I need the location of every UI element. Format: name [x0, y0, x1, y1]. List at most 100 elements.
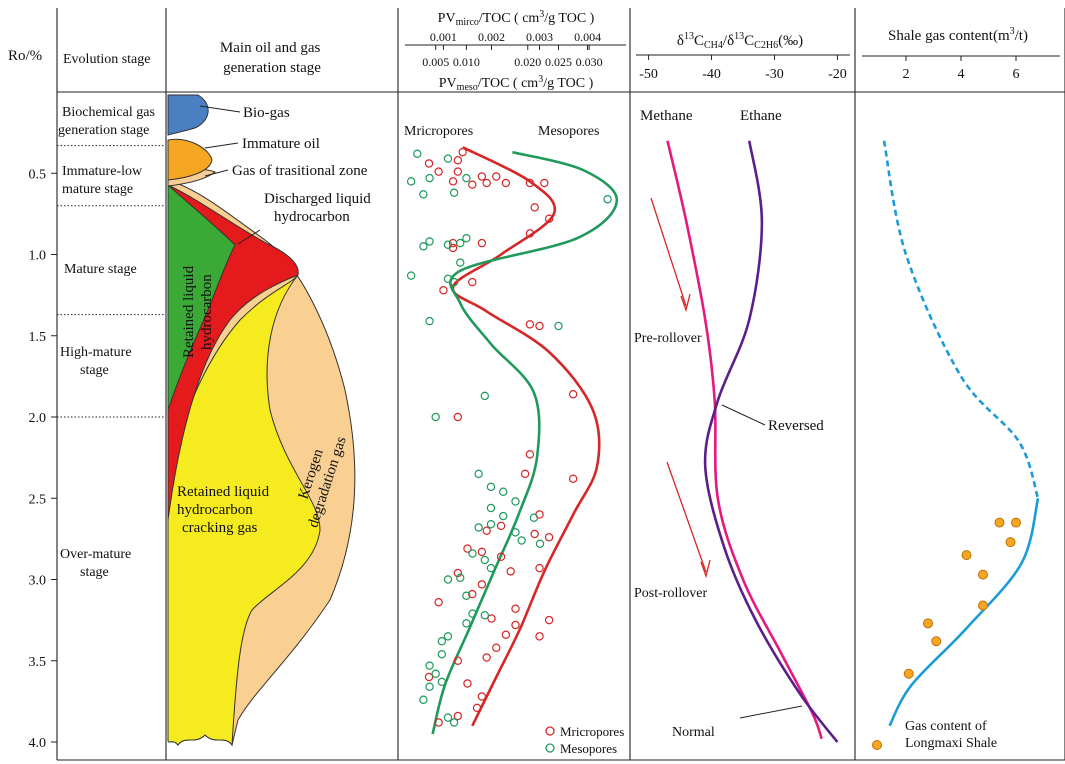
gas-tick-label: 4 — [958, 67, 965, 82]
isotope-tick-label: -30 — [765, 67, 784, 82]
pore-point-mesopores — [535, 539, 545, 548]
gas-trend-curve — [882, 140, 1040, 727]
pore-point-mricropores — [501, 178, 511, 188]
y-tick-label: 1.5 — [29, 330, 47, 345]
pore-point-mesopores — [462, 173, 471, 183]
pore-top-tick-label: 0.002 — [478, 30, 505, 44]
pore-point-mricropores — [477, 580, 487, 589]
pore-point-mesopores — [419, 242, 428, 251]
arrowhead-pre-rollover — [680, 293, 691, 313]
callout-bio-gas — [199, 105, 241, 113]
gas-point — [931, 636, 942, 647]
pore-bottom-tick-label: 0.025 — [545, 55, 572, 69]
gas-axis-label: Shale gas content(m3/t) — [888, 26, 1028, 44]
pore-curve-mricropores — [451, 146, 601, 727]
pore-point-mricropores — [530, 203, 539, 212]
pore-trend-curves — [431, 146, 619, 735]
pore-point-mesopores — [449, 188, 459, 197]
pore-point-mricropores — [535, 321, 544, 331]
pore-point-mesopores — [425, 316, 434, 326]
pore-point-mesopores — [499, 511, 508, 521]
y-axis-label: Ro/% — [8, 48, 42, 64]
pore-point-mesopores — [486, 563, 496, 573]
legend-marker-gas-content — [872, 740, 882, 750]
zone-bio-gas — [167, 94, 209, 136]
pore-bottom-tick-label: 0.005 — [422, 55, 449, 69]
pore-bottom-tick-label: 0.020 — [514, 55, 541, 69]
pore-point-mricropores — [568, 390, 578, 399]
pore-point-mricropores — [472, 703, 482, 713]
zone-label-immature-oil: Immature oil — [242, 136, 320, 152]
arrow-post-rollover — [666, 461, 707, 573]
generation-column-header: Main oil and gas generation stage — [220, 40, 324, 76]
pore-point-mricropores — [540, 178, 549, 188]
pore-point-mesopores — [425, 237, 434, 246]
arrow-pre-rollover — [650, 197, 687, 307]
pore-point-mricropores — [424, 672, 434, 682]
pore-point-mricropores — [434, 167, 443, 176]
zone-label-bio-gas: Bio-gas — [243, 105, 290, 121]
pore-point-mricropores — [525, 320, 535, 329]
pore-point-mesopores — [517, 536, 526, 545]
pore-point-mesopores — [456, 238, 465, 248]
legend-marker-mesopores — [545, 743, 555, 753]
pore-point-mricropores — [463, 679, 472, 688]
pore-point-mricropores — [453, 167, 463, 176]
pore-point-mesopores — [462, 591, 471, 600]
pore-point-mricropores — [544, 214, 554, 223]
pore-point-mricropores — [468, 589, 477, 599]
pore-point-mesopores — [425, 682, 434, 691]
stage-column-header: Evolution stage — [63, 52, 151, 67]
pore-point-mesopores — [529, 513, 539, 522]
pore-point-mesopores — [419, 190, 428, 199]
pore-point-mesopores — [443, 240, 453, 249]
pore-point-mricropores — [448, 177, 458, 186]
callout-discharged-liquid — [237, 229, 261, 245]
isotope-ticks: -50-40-30-20 — [639, 55, 847, 82]
pore-point-mesopores — [419, 695, 428, 704]
pore-point-mesopores — [511, 497, 520, 506]
pore-point-mricropores — [568, 474, 578, 483]
pore-point-mricropores — [458, 147, 467, 157]
y-tick-label: 2.5 — [29, 492, 47, 507]
isotope-curve-methane — [666, 140, 823, 740]
pore-point-mesopores — [406, 177, 416, 186]
pore-point-mricropores — [520, 469, 530, 479]
pore-point-mesopores — [486, 520, 496, 529]
y-tick-label: 1.0 — [29, 249, 47, 264]
pore-bottom-tick-label: 0.030 — [576, 55, 603, 69]
generation-header-line2: generation stage — [223, 60, 321, 76]
pore-point-mricropores — [453, 568, 463, 578]
stage-dividers — [57, 145, 166, 418]
pore-point-mesopores — [443, 632, 453, 641]
pore-point-mesopores — [468, 609, 477, 618]
gas-curve-dashed — [882, 140, 1040, 499]
pore-point-mricropores — [535, 563, 544, 573]
isotope-curves — [666, 140, 839, 743]
pore-point-mricropores — [501, 630, 511, 639]
y-tick-label: 2.0 — [29, 411, 47, 426]
isotope-axis-label: δ13CCH4/δ13CC2H6(‰) — [677, 31, 803, 51]
pore-data-points — [406, 147, 612, 727]
pore-point-mesopores — [456, 573, 465, 583]
pore-point-mricropores — [468, 180, 477, 189]
pore-point-mesopores — [431, 669, 440, 678]
y-tick-label: 3.5 — [29, 655, 47, 670]
pore-point-mricropores — [468, 277, 477, 287]
pore-point-mesopores — [474, 523, 483, 532]
pore-point-mricropores — [477, 547, 487, 557]
pore-curve-mesopores — [431, 150, 619, 735]
y-axis-ticks: 0.51.01.52.02.53.03.54.0 — [29, 167, 57, 751]
label-pre-rollover: Pre-rollover — [634, 331, 702, 346]
pore-point-mricropores — [477, 238, 487, 248]
pore-top-tick-label: 0.003 — [526, 30, 553, 44]
legend-label-mesopores: Mesopores — [560, 741, 617, 756]
zone-immature-oil — [167, 138, 213, 181]
pore-point-mricropores — [482, 178, 491, 188]
pore-point-mricropores — [496, 521, 506, 531]
pore-point-mricropores — [525, 450, 535, 459]
y-tick-label: 3.0 — [29, 574, 47, 589]
